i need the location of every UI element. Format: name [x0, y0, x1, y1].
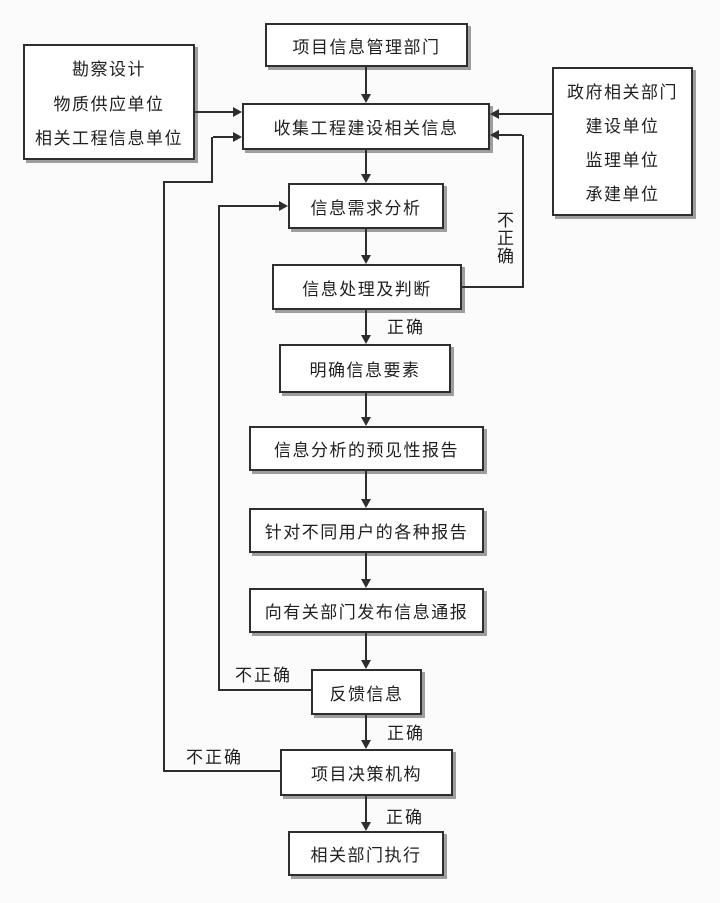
- node-left-sources: 勘察设计 物质供应单位 相关工程信息单位: [23, 44, 195, 160]
- left-source-material-supply: 物质供应单位: [53, 94, 165, 114]
- connector-left-sources-to-collect: [195, 111, 233, 113]
- connector-right-sources-to-collect: [499, 113, 552, 115]
- connector-clarify-to-forecast: [365, 393, 367, 417]
- arrowhead-processing-to-clarify: [361, 335, 371, 344]
- connector-decision-to-execution: [365, 796, 367, 822]
- right-source-supervision-unit: 监理单位: [585, 151, 660, 170]
- arrowhead-top-to-collect: [361, 94, 371, 103]
- connector-demand-to-processing: [365, 229, 367, 255]
- label-incorrect-decision: 不正确: [186, 748, 243, 767]
- left-source-related-info-units: 相关工程信息单位: [35, 128, 183, 148]
- connector-processing-to-clarify: [365, 310, 367, 335]
- connector-reports-to-notify: [365, 553, 367, 579]
- arrowhead-decision-incorrect-to-collect: [233, 132, 242, 142]
- label-correct-after-decision: 正确: [386, 808, 424, 827]
- label-correct-after-feedback: 正确: [387, 724, 425, 743]
- connector-decision-incorrect-in: [213, 136, 233, 138]
- arrowhead-decision-to-execution: [361, 822, 371, 831]
- node-collect-info: 收集工程建设相关信息: [242, 103, 490, 150]
- connector-forecast-to-reports: [365, 471, 367, 499]
- node-project-info-dept: 项目信息管理部门: [265, 23, 468, 67]
- connector-decision-incorrect-out: [163, 770, 280, 772]
- connector-decision-incorrect-up: [163, 182, 165, 772]
- node-feedback-info: 反馈信息: [311, 669, 422, 715]
- label-correct-after-processing: 正确: [387, 318, 425, 337]
- left-source-survey-design: 勘察设计: [72, 60, 146, 80]
- connector-feedback-incorrect-out: [218, 689, 311, 691]
- arrowhead-feedback-to-decision: [361, 740, 371, 749]
- node-demand-analysis: 信息需求分析: [288, 183, 444, 229]
- node-clarify-elements: 明确信息要素: [279, 344, 451, 393]
- connector-feedback-incorrect-in: [218, 205, 279, 207]
- connector-feedback-to-decision: [365, 715, 367, 740]
- arrowhead-right-sources-to-collect: [490, 109, 499, 119]
- right-source-contractor-unit: 承建单位: [585, 185, 660, 204]
- label-incorrect-processing: 不正确: [494, 211, 513, 265]
- connector-processing-incorrect-up: [522, 135, 524, 288]
- arrowhead-forecast-to-reports: [361, 499, 371, 508]
- node-right-sources: 政府相关部门 建设单位 监理单位 承建单位: [552, 67, 693, 216]
- arrowhead-reports-to-notify: [361, 579, 371, 588]
- node-user-reports: 针对不同用户的各种报告: [249, 508, 484, 553]
- arrowhead-collect-to-demand: [361, 174, 371, 183]
- arrowhead-notify-to-feedback: [361, 660, 371, 669]
- connector-notify-to-feedback: [365, 633, 367, 660]
- arrowhead-demand-to-processing: [361, 255, 371, 264]
- node-notify-departments: 向有关部门发布信息通报: [249, 588, 484, 633]
- connector-processing-incorrect-in: [499, 134, 522, 136]
- arrowhead-feedback-incorrect-to-demand: [279, 201, 288, 211]
- node-forecast-report: 信息分析的预见性报告: [249, 426, 484, 471]
- arrowhead-processing-incorrect-to-collect: [490, 130, 499, 140]
- connector-feedback-incorrect-up: [218, 206, 220, 691]
- connector-processing-incorrect-out: [462, 286, 524, 288]
- arrowhead-clarify-to-forecast: [361, 417, 371, 426]
- node-execution: 相关部门执行: [288, 831, 444, 876]
- label-incorrect-feedback: 不正确: [235, 666, 292, 685]
- right-source-government: 政府相关部门: [567, 83, 678, 102]
- right-source-construction-unit: 建设单位: [585, 117, 660, 136]
- connector-decision-incorrect-jog: [163, 181, 213, 183]
- connector-top-to-collect: [365, 67, 367, 94]
- arrowhead-left-sources-to-collect: [233, 107, 242, 117]
- node-processing-judgment: 信息处理及判断: [272, 264, 462, 310]
- connector-decision-incorrect-up2: [211, 137, 213, 183]
- node-decision-body: 项目决策机构: [280, 749, 453, 796]
- connector-collect-to-demand: [365, 150, 367, 174]
